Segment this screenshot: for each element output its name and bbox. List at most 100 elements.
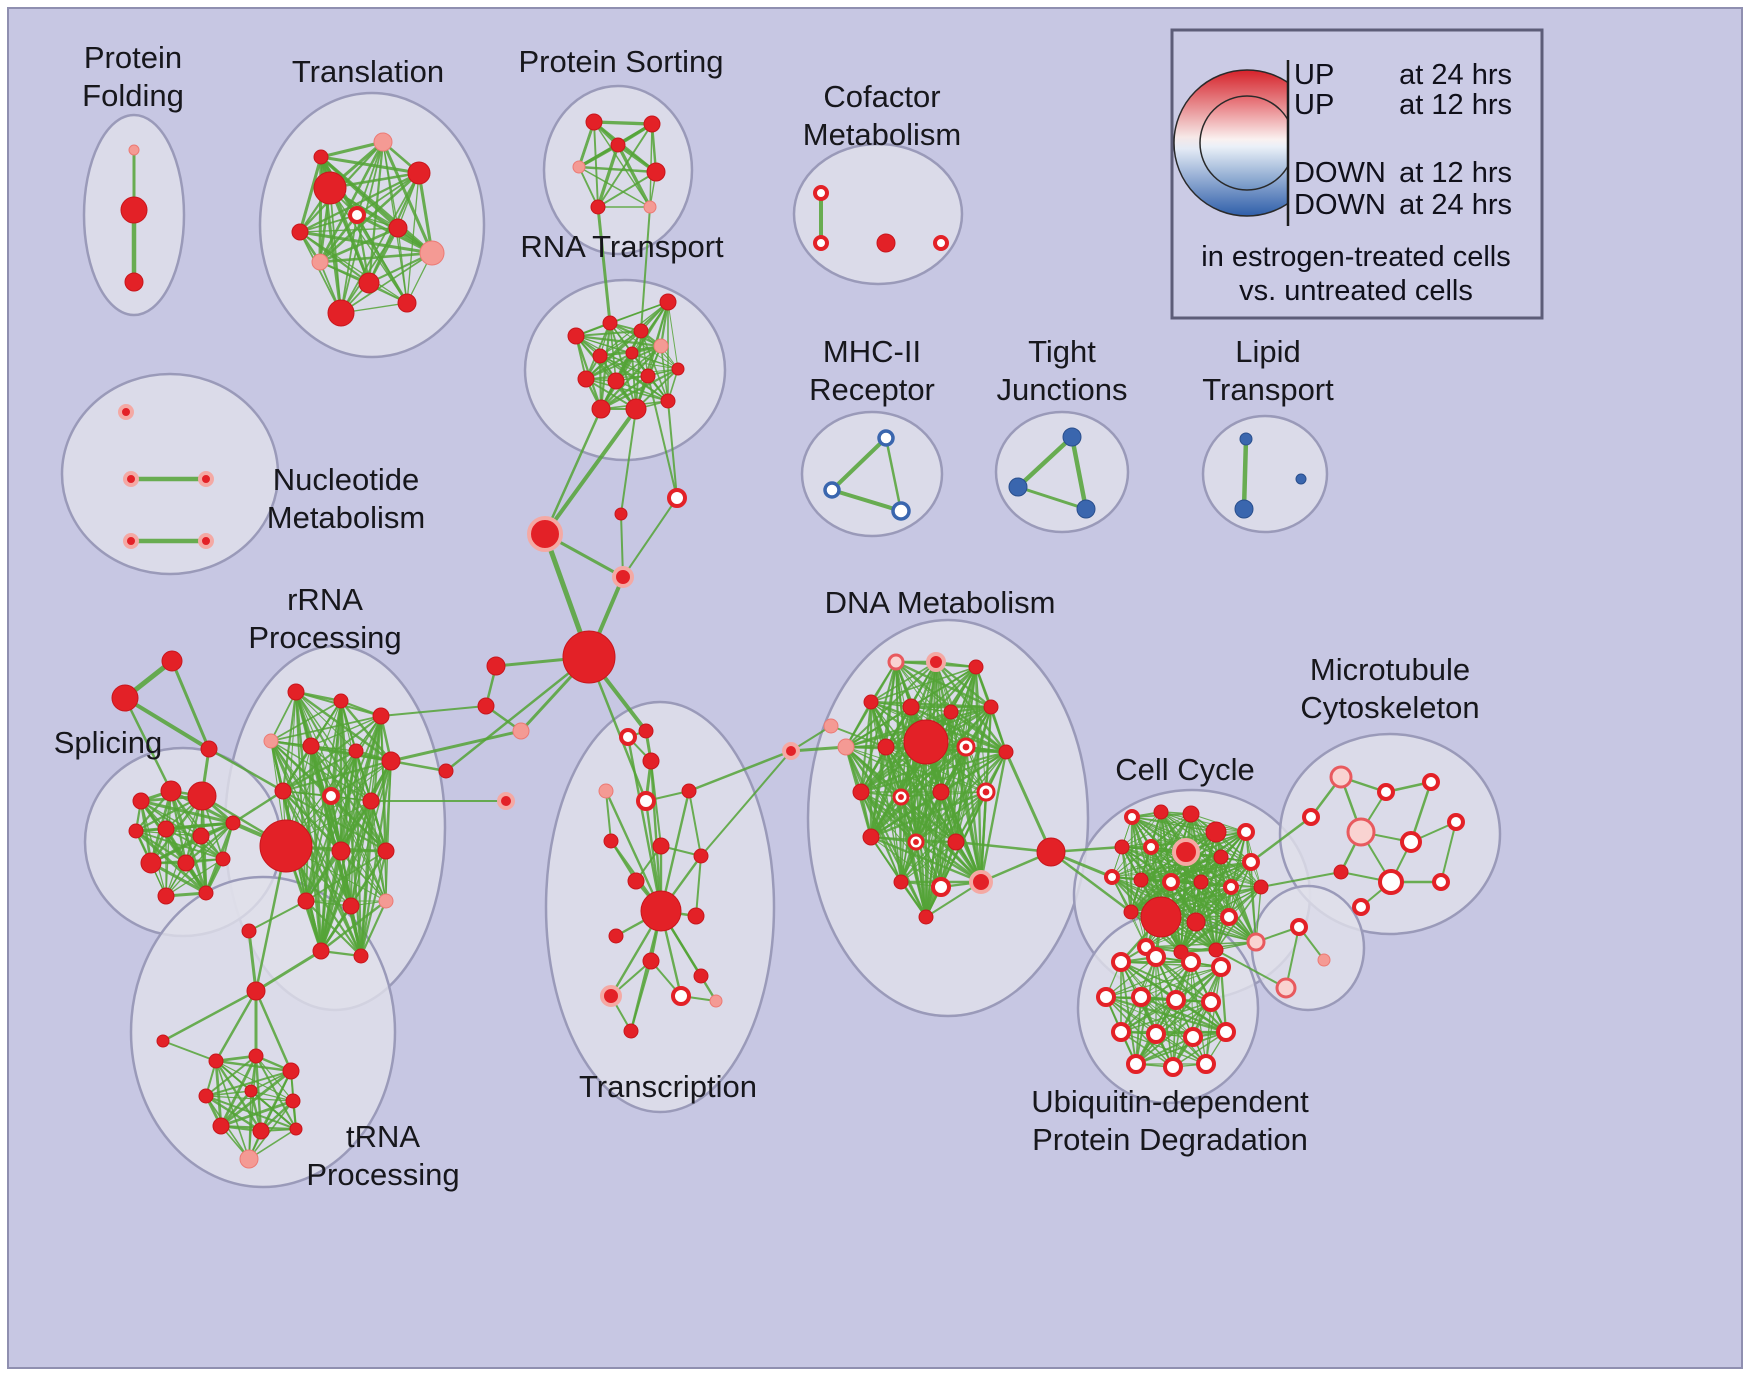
edge — [597, 123, 653, 208]
edge — [870, 836, 942, 888]
gene-node — [577, 370, 595, 388]
cluster-label-rrna: Processing — [248, 620, 401, 655]
edge — [695, 855, 702, 917]
gene-node — [1111, 1022, 1131, 1042]
edge — [830, 488, 903, 513]
gene-node — [327, 299, 355, 327]
edge — [1120, 1031, 1174, 1068]
cluster-ellipse-nucleotide — [60, 372, 280, 576]
cluster-label-mhc: MHC-II — [823, 334, 921, 369]
gene-node — [157, 887, 175, 905]
edge — [899, 795, 928, 919]
gene-node — [1181, 952, 1201, 972]
gene-node — [983, 699, 999, 715]
gene-node — [192, 827, 210, 845]
gene-node — [1140, 896, 1182, 938]
edge — [599, 330, 642, 357]
edge — [369, 799, 388, 853]
edge — [1135, 1031, 1227, 1065]
gene-node — [1124, 809, 1140, 825]
edge — [605, 790, 612, 842]
gene-node — [646, 162, 666, 182]
edge — [1135, 966, 1222, 1065]
gene-node — [358, 272, 380, 294]
edge — [622, 497, 678, 578]
gene-node — [1377, 783, 1395, 801]
gene-node — [111, 684, 139, 712]
edge — [1130, 831, 1217, 913]
edge — [1155, 1001, 1212, 1035]
gene-node — [1246, 932, 1266, 952]
gene-node — [612, 566, 634, 588]
gene-node — [1182, 805, 1200, 823]
edge — [592, 120, 654, 126]
cluster-label-ubiquitin: Ubiquitin-dependent — [1031, 1084, 1309, 1119]
edge — [578, 166, 651, 208]
gene-node — [876, 233, 896, 253]
gene-node — [239, 1149, 259, 1169]
gene-node — [353, 948, 369, 964]
gene-node — [128, 823, 144, 839]
edge — [585, 368, 679, 380]
cluster-ellipse-translation — [258, 91, 486, 359]
edge — [340, 850, 387, 902]
gene-node — [1008, 477, 1028, 497]
edge — [1121, 831, 1217, 848]
gene-node — [123, 471, 139, 487]
edge — [214, 989, 258, 1063]
edge — [1121, 846, 1147, 948]
edge — [954, 840, 1053, 854]
edge — [318, 251, 434, 264]
gene-node — [241, 923, 257, 939]
gene-node — [693, 848, 709, 864]
gene-node — [562, 630, 616, 684]
gene-node — [156, 1034, 170, 1048]
gene-node — [124, 272, 144, 292]
edge — [979, 750, 1008, 884]
edge — [340, 214, 358, 314]
gene-node — [342, 897, 360, 915]
cluster-label-tight-junctions: Junctions — [997, 372, 1128, 407]
gene-node — [381, 751, 401, 771]
edge — [599, 367, 680, 411]
edge — [219, 1054, 258, 1128]
gene-node — [527, 516, 563, 552]
edge — [1219, 965, 1228, 1034]
edge — [254, 949, 323, 993]
gene-node — [633, 323, 649, 339]
gene-node — [660, 393, 676, 409]
edge — [830, 436, 888, 492]
gene-node — [643, 200, 657, 214]
edge — [1140, 861, 1252, 881]
edge — [1230, 886, 1257, 943]
edge — [319, 899, 388, 953]
cluster-label-lipid: Lipid — [1235, 334, 1301, 369]
edge — [299, 231, 408, 304]
gene-node — [862, 828, 880, 846]
cluster-ellipse-mhc — [800, 410, 944, 538]
gene-node — [512, 722, 530, 740]
cluster-label-lipid: Transport — [1202, 372, 1334, 407]
gene-node — [1126, 1054, 1146, 1074]
edge — [1135, 1036, 1194, 1065]
edge — [162, 1040, 217, 1062]
edge — [255, 1055, 297, 1130]
edge — [844, 700, 873, 749]
legend-ring-icon — [1173, 69, 1288, 217]
gene-node — [331, 841, 351, 861]
gene-node — [902, 698, 920, 716]
edge — [900, 791, 987, 883]
gene-node — [1302, 808, 1320, 826]
gene-node — [1234, 499, 1254, 519]
edge — [1150, 831, 1247, 848]
edge — [1105, 966, 1222, 998]
edge — [1121, 811, 1162, 848]
gene-node — [477, 697, 495, 715]
edge — [1105, 956, 1157, 998]
gene-node — [248, 1048, 264, 1064]
gene-node — [887, 653, 905, 671]
cluster-ellipse-anon — [1250, 884, 1366, 1012]
gene-node — [625, 398, 647, 420]
